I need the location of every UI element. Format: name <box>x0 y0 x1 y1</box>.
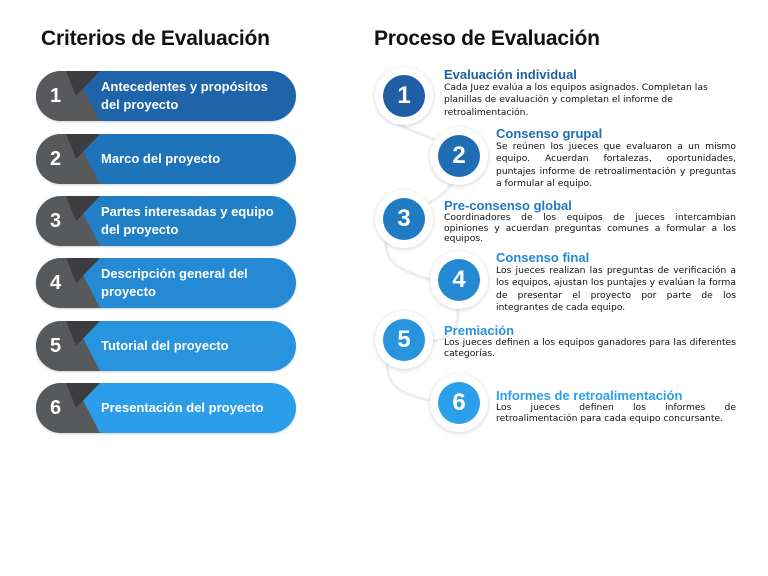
criteria-number: 3 <box>50 210 62 232</box>
chevron-shape <box>66 134 100 159</box>
step-description: Se reúnen los jueces que evaluaron a un … <box>496 141 736 189</box>
chevron-shape <box>66 383 100 408</box>
criteria-item: 1 Antecedentes y propósitos del proyecto <box>36 71 296 121</box>
step-number-circle: 5 <box>383 319 425 361</box>
step-content: Informes de retroalimentación Los jueces… <box>496 388 736 424</box>
process-connector <box>383 71 460 406</box>
step-title: Consenso grupal <box>496 126 603 141</box>
criteria-number: 4 <box>50 272 62 294</box>
criteria-label: Partes interesadas y equipo del proyecto <box>101 204 274 237</box>
step-content: Evaluación individual Cada Juez evalúa a… <box>444 67 736 119</box>
criteria-number: 5 <box>50 335 62 357</box>
criteria-label: Antecedentes y propósitos del proyecto <box>101 79 268 112</box>
step-description: Cada Juez evalúa a los equipos asignados… <box>444 82 708 118</box>
step-number: 4 <box>452 266 466 293</box>
chevron-shape <box>66 321 100 346</box>
criteria-item: 4 Descripción general del proyecto <box>36 258 296 308</box>
criteria-title: Criterios de Evaluación <box>41 27 270 50</box>
chevron-shape <box>66 196 100 221</box>
chevron-shape <box>66 258 100 283</box>
step-description: Los jueces definen los informes de retro… <box>496 402 736 424</box>
step-number-circle: 1 <box>383 75 425 117</box>
step-description: Los jueces realizan las preguntas de ver… <box>496 265 736 313</box>
step-content: Pre-consenso global Coordinadores de los… <box>444 198 736 245</box>
step-title: Evaluación individual <box>444 67 577 82</box>
criteria-item: 6 Presentación del proyecto <box>36 383 296 433</box>
step-title: Informes de retroalimentación <box>496 388 683 403</box>
step-number-circle: 4 <box>438 259 480 301</box>
step-content: Consenso grupal Se reúnen los jueces que… <box>496 126 736 190</box>
criteria-item: 3 Partes interesadas y equipo del proyec… <box>36 196 296 246</box>
step-number: 5 <box>397 326 411 353</box>
step-title: Consenso final <box>496 250 590 265</box>
step-number-circle: 6 <box>438 382 480 424</box>
step-content: Premiación Los jueces definen a los equi… <box>444 323 736 359</box>
criteria-label: Descripción general del proyecto <box>101 266 248 299</box>
criteria-label: Tutorial del proyecto <box>101 338 229 353</box>
criteria-label: Presentación del proyecto <box>101 400 264 415</box>
step-title: Pre-consenso global <box>444 198 572 213</box>
step-number: 3 <box>397 205 411 232</box>
chevron-shape <box>66 71 100 96</box>
process-title: Proceso de Evaluación <box>374 27 600 50</box>
step-number-circle: 3 <box>383 198 425 240</box>
step-number: 6 <box>452 389 466 416</box>
step-content: Consenso final Los jueces realizan las p… <box>496 250 736 314</box>
criteria-number: 1 <box>50 85 62 107</box>
criteria-label: Marco del proyecto <box>101 151 221 166</box>
step-number: 2 <box>452 142 466 169</box>
step-title: Premiación <box>444 323 515 338</box>
step-description: Los jueces definen a los equipos ganador… <box>444 337 736 359</box>
step-description: Coordinadores de los equipos de jueces i… <box>444 212 736 244</box>
criteria-number: 2 <box>50 148 62 170</box>
criteria-number: 6 <box>50 397 62 419</box>
criteria-item: 2 Marco del proyecto <box>36 134 296 184</box>
criteria-item: 5 Tutorial del proyecto <box>36 321 296 371</box>
step-number: 1 <box>397 82 411 109</box>
step-number-circle: 2 <box>438 135 480 177</box>
